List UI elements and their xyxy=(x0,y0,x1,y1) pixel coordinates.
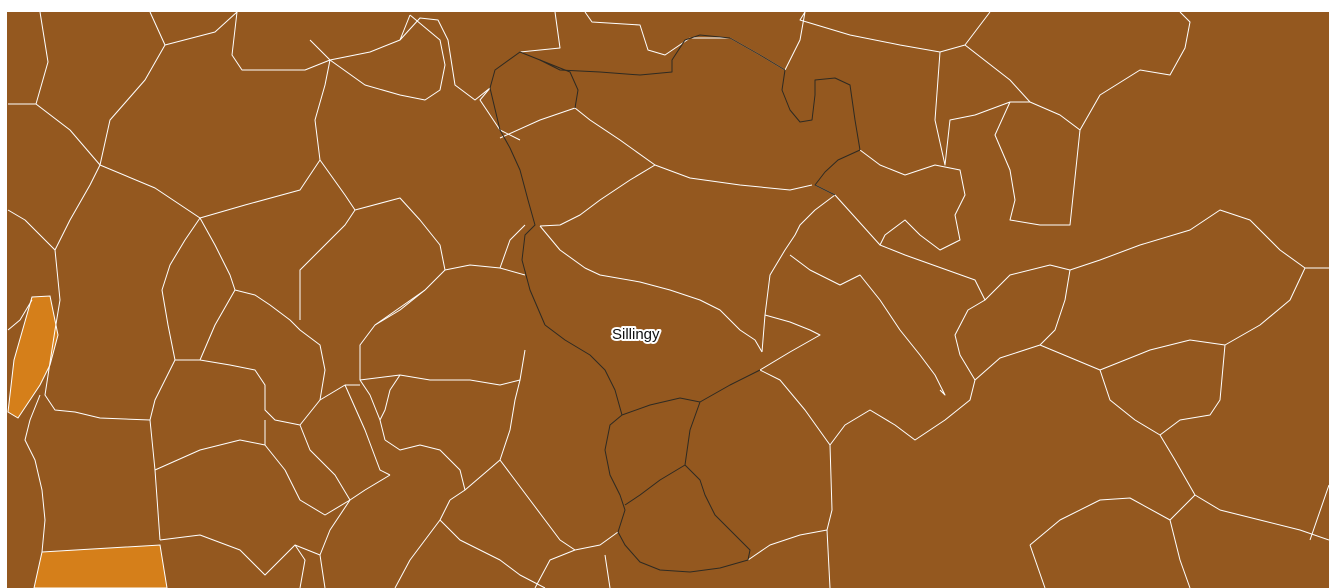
highlighted-commune-southwest[interactable] xyxy=(33,544,168,588)
commune-borders xyxy=(7,11,1329,588)
place-label-sillingy[interactable]: Sillingy xyxy=(610,324,662,345)
selected-commune-outlines xyxy=(489,34,861,573)
map-left-margin xyxy=(0,0,7,588)
highlighted-commune-west[interactable] xyxy=(7,295,59,419)
map-top-margin xyxy=(0,0,1329,12)
map-land xyxy=(7,12,1329,588)
